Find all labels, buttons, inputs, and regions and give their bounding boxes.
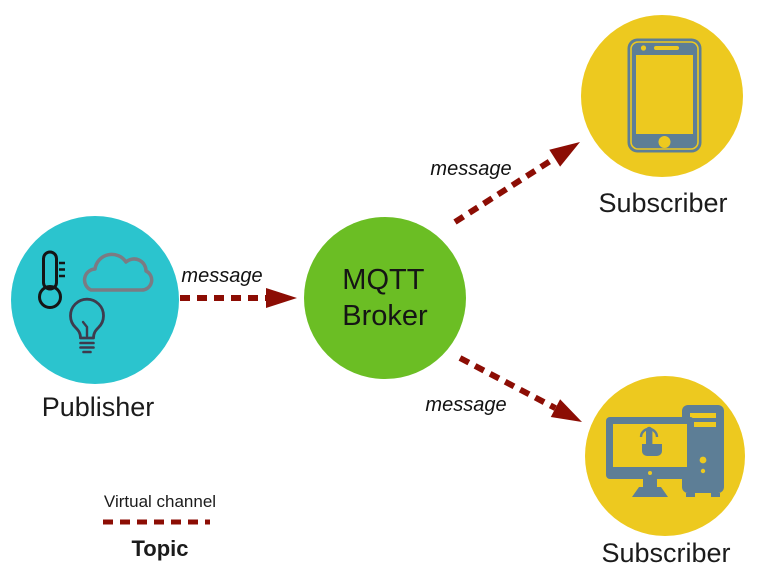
- arrow-publisher-to-broker: [180, 288, 297, 308]
- lightbulb-icon: [69, 297, 105, 354]
- arrow-broker-to-subscriber-top: [453, 142, 580, 225]
- broker-node: MQTT Broker: [304, 217, 466, 379]
- message-label-publisher-to-broker: message: [181, 265, 263, 287]
- desktop-computer-icon: [606, 405, 724, 497]
- cloud-icon: [82, 252, 154, 292]
- legend-caption: Virtual channel: [103, 492, 217, 511]
- message-label-broker-to-subscriber-top: message: [430, 158, 512, 180]
- broker-label-line1: MQTT: [342, 264, 425, 296]
- arrow-broker-to-subscriber-bottom: [458, 355, 582, 422]
- subscriber-bottom-label: Subscriber: [601, 538, 731, 568]
- broker-label: MQTT Broker: [342, 262, 427, 334]
- message-label-broker-to-subscriber-bottom: message: [425, 394, 507, 416]
- broker-label-line2: Broker: [342, 300, 428, 332]
- smartphone-icon: [627, 38, 702, 153]
- thermometer-icon: [38, 250, 65, 309]
- legend-dashed-line-icon: [103, 519, 210, 525]
- subscriber-top-label: Subscriber: [598, 188, 728, 218]
- legend-term: Topic: [131, 536, 189, 561]
- publisher-label: Publisher: [41, 392, 155, 422]
